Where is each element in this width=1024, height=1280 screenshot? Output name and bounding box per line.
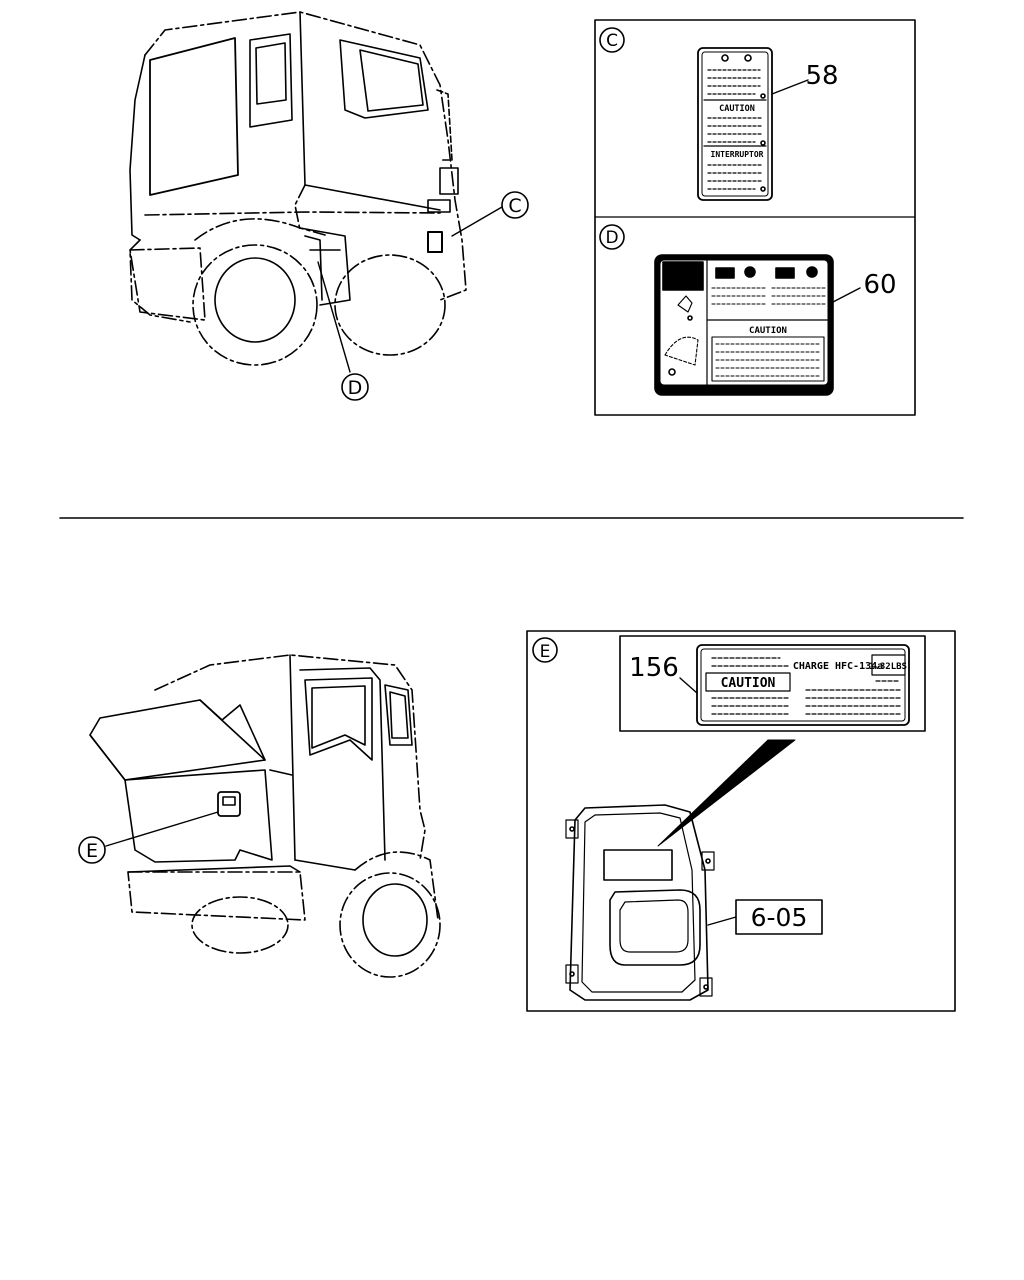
callout-d-text: D [348, 377, 363, 399]
part-number-58: 58 [805, 61, 838, 91]
label-58-sticker [697, 47, 773, 201]
label-156-caution: CAUTION [721, 676, 776, 691]
callout-d-on-cab: D [341, 373, 369, 401]
label-156-sticker [696, 644, 910, 726]
detail-c-callout: C [606, 31, 618, 51]
cab-rear-view-bottom [89, 654, 441, 978]
detail-d-callout: D [605, 228, 618, 248]
callout-c-on-cab: C [501, 191, 529, 219]
label-156-amount: 1.32LBS [869, 662, 907, 672]
label-58-caution: CAUTION [719, 104, 755, 114]
detail-box-e: E CAUTION CHARGE HFC-134a 1.32LBS 156 [526, 630, 956, 1012]
detail-e-callout: E [540, 642, 551, 662]
callout-c-text: C [508, 195, 521, 217]
callout-e-on-cab: E [78, 836, 106, 864]
detail-c: C CAUTION INTERRUPTOR [599, 27, 839, 201]
label-60-caution: CAUTION [749, 326, 787, 336]
label-58-interruptor: INTERRUPTOR [711, 150, 764, 159]
detail-d: D CAUTION [599, 224, 897, 396]
callout-e-text: E [86, 840, 98, 862]
detail-box-cd: C CAUTION INTERRUPTOR [594, 19, 916, 416]
section-ref-6-05: 6-05 [751, 903, 808, 932]
part-number-156: 156 [629, 653, 679, 683]
cab-rear-view-top [129, 11, 503, 373]
label-156-charge: CHARGE HFC-134a [793, 661, 883, 672]
part-number-60: 60 [863, 270, 896, 300]
section-ref-box [735, 899, 823, 935]
